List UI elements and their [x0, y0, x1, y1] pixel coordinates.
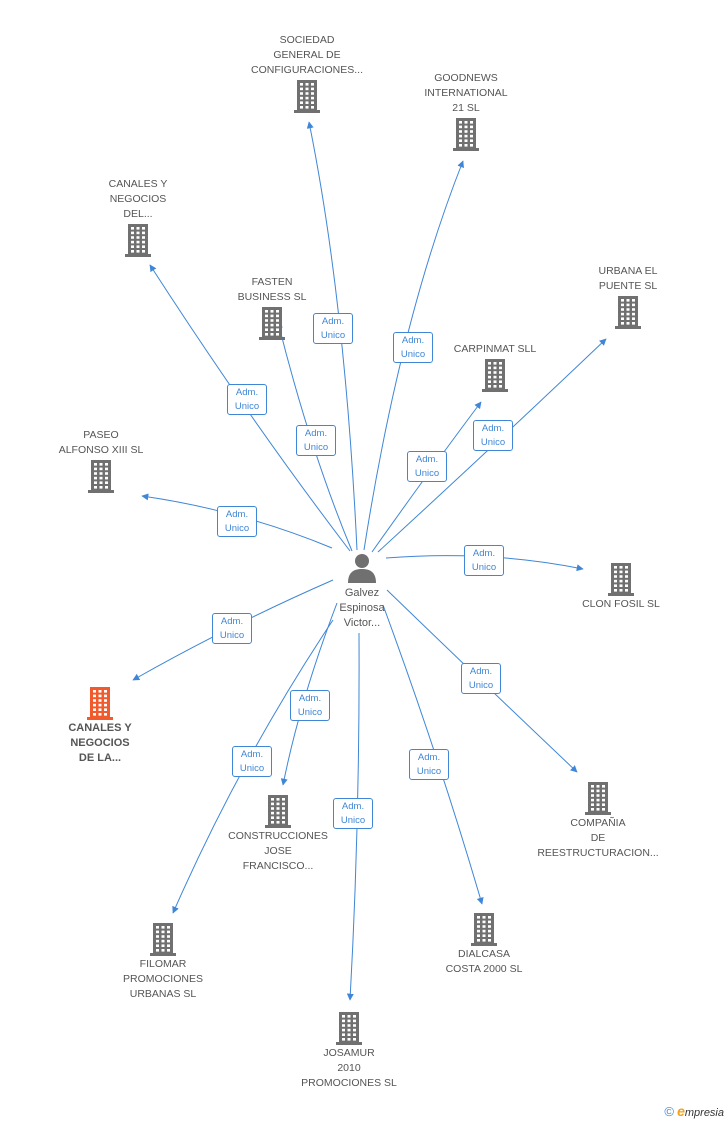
- building-icon: [615, 296, 641, 329]
- company-node-filomar[interactable]: FILOMAR PROMOCIONES URBANAS SL: [93, 921, 233, 1002]
- building-icon: [471, 913, 497, 946]
- role-badge: Adm. Unico: [290, 690, 330, 721]
- building-icon: [608, 563, 634, 596]
- company-label: SOCIEDAD GENERAL DE CONFIGURACIONES...: [250, 34, 363, 76]
- building-icon: [585, 782, 611, 815]
- company-node-josamur[interactable]: JOSAMUR 2010 PROMOCIONES SL: [279, 1010, 419, 1091]
- role-badge: Adm. Unico: [227, 384, 267, 415]
- role-badge: Adm. Unico: [212, 613, 252, 644]
- person-icon: [348, 554, 376, 583]
- building-icon: [336, 1012, 362, 1045]
- company-label: JOSAMUR 2010 PROMOCIONES SL: [301, 1047, 397, 1089]
- role-badge: Adm. Unico: [473, 420, 513, 451]
- company-label: COMPAÑIA DE REESTRUCTURACION...: [537, 817, 659, 859]
- role-badge: Adm. Unico: [333, 798, 373, 829]
- brand-logo-initial: e: [677, 1103, 685, 1119]
- building-icon: [87, 687, 113, 720]
- company-node-carpinmat[interactable]: CARPINMAT SLL: [425, 342, 565, 393]
- role-badge: Adm. Unico: [217, 506, 257, 537]
- company-label: CARPINMAT SLL: [453, 343, 537, 355]
- company-node-canales-negocios-del[interactable]: CANALES Y NEGOCIOS DEL...: [68, 177, 208, 258]
- company-node-fasten[interactable]: FASTEN BUSINESS SL: [202, 275, 342, 341]
- company-node-canales-negocios-la[interactable]: CANALES Y NEGOCIOS DE LA...: [30, 685, 170, 766]
- building-icon: [453, 118, 479, 151]
- role-badge: Adm. Unico: [407, 451, 447, 482]
- role-badge: Adm. Unico: [313, 313, 353, 344]
- company-node-compania[interactable]: COMPAÑIA DE REESTRUCTURACION...: [528, 780, 668, 861]
- company-label: GOODNEWS INTERNATIONAL 21 SL: [424, 72, 508, 114]
- role-badge: Adm. Unico: [409, 749, 449, 780]
- company-node-clon-fosil[interactable]: CLON FOSIL SL: [551, 561, 691, 612]
- company-label: PASEO ALFONSO XIII SL: [58, 429, 144, 456]
- company-node-sociedad-general[interactable]: SOCIEDAD GENERAL DE CONFIGURACIONES...: [237, 33, 377, 114]
- building-icon: [125, 224, 151, 257]
- role-badge: Adm. Unico: [232, 746, 272, 777]
- company-label: DIALCASA COSTA 2000 SL: [445, 948, 523, 975]
- copyright-icon: ©: [664, 1104, 675, 1119]
- company-label: FILOMAR PROMOCIONES URBANAS SL: [123, 958, 203, 1000]
- company-label: CLON FOSIL SL: [582, 598, 660, 610]
- company-label: CANALES Y NEGOCIOS DEL...: [108, 178, 168, 220]
- company-label: FASTEN BUSINESS SL: [237, 276, 307, 303]
- company-node-dialcasa[interactable]: DIALCASA COSTA 2000 SL: [414, 911, 554, 977]
- person-name: Galvez Espinosa Victor...: [339, 587, 385, 629]
- role-badge: Adm. Unico: [461, 663, 501, 694]
- role-badge: Adm. Unico: [464, 545, 504, 576]
- company-label: URBANA EL PUENTE SL: [598, 265, 658, 292]
- company-node-goodnews[interactable]: GOODNEWS INTERNATIONAL 21 SL: [396, 71, 536, 152]
- brand-logo-text: mpresia: [684, 1107, 724, 1119]
- company-node-construcciones[interactable]: CONSTRUCCIONES JOSE FRANCISCO...: [208, 793, 348, 874]
- company-node-paseo-alfonso[interactable]: PASEO ALFONSO XIII SL: [31, 428, 171, 494]
- person-node-galvez[interactable]: Galvez Espinosa Victor...: [292, 550, 432, 631]
- company-label: CONSTRUCCIONES JOSE FRANCISCO...: [228, 830, 328, 872]
- footer-brand: © empresia: [664, 1103, 724, 1119]
- building-icon: [265, 795, 291, 828]
- company-node-urbana-el-puente[interactable]: URBANA EL PUENTE SL: [558, 264, 698, 330]
- building-icon: [294, 80, 320, 113]
- role-badge: Adm. Unico: [296, 425, 336, 456]
- building-icon: [482, 359, 508, 392]
- building-icon: [150, 923, 176, 956]
- company-label: CANALES Y NEGOCIOS DE LA...: [68, 722, 132, 764]
- building-icon: [88, 460, 114, 493]
- role-badge: Adm. Unico: [393, 332, 433, 363]
- building-icon: [259, 307, 285, 340]
